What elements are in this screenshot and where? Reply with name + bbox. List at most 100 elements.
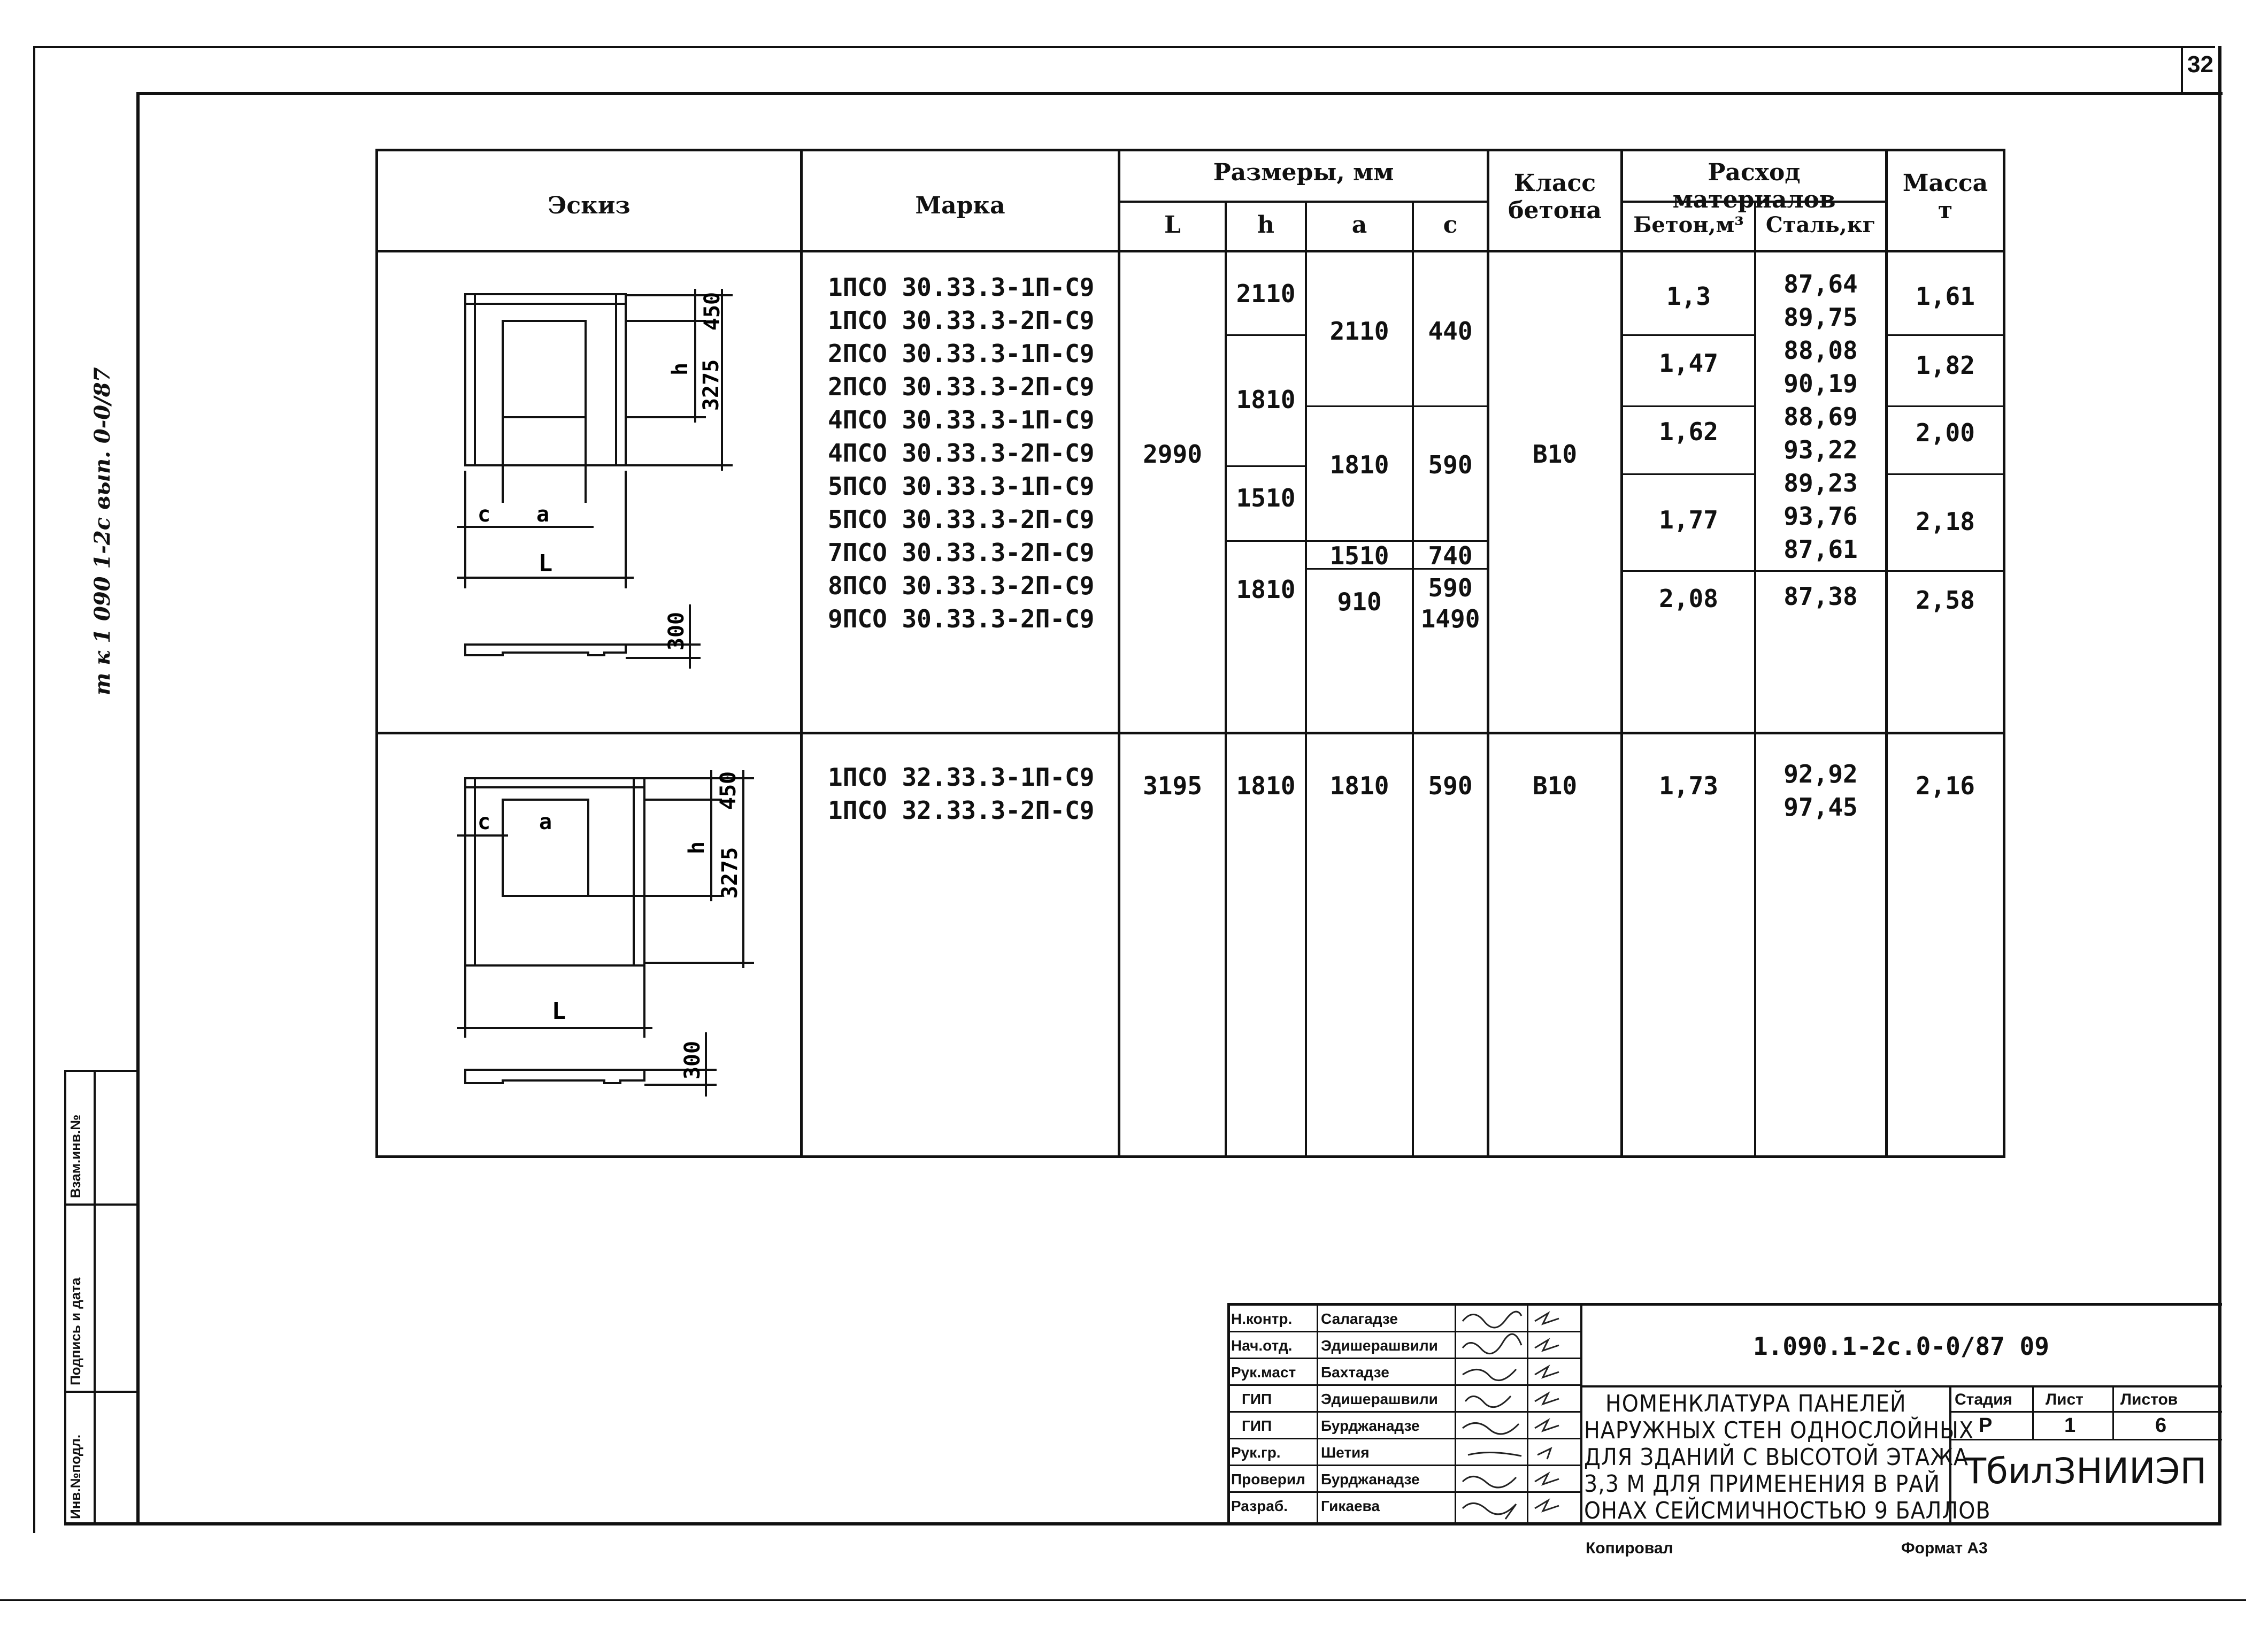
tb-role-3: ГИП xyxy=(1242,1391,1272,1407)
stal-row: 93,76 xyxy=(1783,502,1858,531)
tb-role-2: Рук.маст xyxy=(1231,1364,1296,1381)
group2-c: 590 xyxy=(1428,771,1473,800)
side-podpis-data: Подпись и дата xyxy=(67,1277,83,1385)
panel-sketch-2: 450 h 3275 c a L 300 xyxy=(457,770,754,1097)
group2-beton: 1,73 xyxy=(1659,771,1718,800)
tb-list-label: Лист xyxy=(2046,1391,2084,1408)
mark-row: 9ПСО 30.33.3-2П-С9 xyxy=(828,604,1095,633)
group2-klass: В10 xyxy=(1532,771,1578,800)
tb-listov-label: Листов xyxy=(2120,1391,2178,1408)
header-beton: Бетон,м³ xyxy=(1633,212,1744,237)
stal-row: 89,75 xyxy=(1783,303,1858,332)
tb-name-2: Бахтадзе xyxy=(1321,1364,1389,1381)
header-klass: Класс бетона xyxy=(1508,170,1602,224)
header-L: L xyxy=(1164,211,1181,239)
tb-name-5: Шетия xyxy=(1321,1444,1370,1461)
stal-row: 97,45 xyxy=(1783,793,1858,822)
mark-row: 5ПСО 30.33.3-2П-С9 xyxy=(828,505,1095,534)
group1-massa-4: 2,58 xyxy=(1916,586,1975,615)
mark-row: 1ПСО 30.33.3-1П-С9 xyxy=(828,273,1095,302)
tb-role-7: Разраб. xyxy=(1231,1498,1288,1514)
dim-L: L xyxy=(539,550,553,577)
group1-a-3: 910 xyxy=(1337,587,1382,616)
group1-a-0: 2110 xyxy=(1329,317,1389,346)
mark-row: 2ПСО 30.33.3-2П-С9 xyxy=(828,372,1095,401)
mark-row: 7ПСО 30.33.3-2П-С9 xyxy=(828,538,1095,567)
tb-stadia-label: Стадия xyxy=(1955,1391,2013,1408)
group1-a-2: 1510 xyxy=(1329,541,1389,570)
tb-name-7: Гикаева xyxy=(1321,1498,1380,1514)
group1-c-4: 1490 xyxy=(1420,604,1480,633)
mark-row: 1ПСО 32.33.3-2П-С9 xyxy=(828,796,1095,825)
tb-role-5: Рук.гр. xyxy=(1231,1444,1281,1461)
dim-c: c xyxy=(478,502,490,527)
tb-stadia: Р xyxy=(1979,1414,1993,1437)
sheet-number: 32 xyxy=(2187,51,2213,78)
tb-title: НОМЕНКЛАТУРА ПАНЕЛЕЙ НАРУЖНЫХ СТЕН ОДНОС… xyxy=(1584,1390,1991,1524)
tb-name-0: Салагадзе xyxy=(1321,1310,1398,1327)
stal-row: 93,22 xyxy=(1783,435,1858,464)
panel-sketch-1: 450 h 3275 c a L 300 xyxy=(457,289,733,669)
frame-top-outer xyxy=(33,46,2215,48)
group1-beton-3: 1,77 xyxy=(1659,505,1718,534)
side-label: т к 1 090 1-2с вып. 0-0/87 xyxy=(90,367,115,695)
dim-450: 450 xyxy=(700,292,725,331)
page-bottom-line xyxy=(0,1599,2246,1601)
tb-list: 1 xyxy=(2064,1414,2076,1437)
side-inv-podl: Инв.№подл. xyxy=(67,1434,83,1519)
header-a: a xyxy=(1351,211,1367,239)
tb-org: ТбилЗНИИЭП xyxy=(1964,1451,2207,1492)
stal-row: 90,19 xyxy=(1783,369,1858,398)
tb-listov: 6 xyxy=(2155,1414,2167,1437)
group1-beton-4: 2,08 xyxy=(1659,584,1718,613)
dim-300: 300 xyxy=(680,1041,705,1079)
header-h: h xyxy=(1257,211,1274,239)
header-eskiz: Эскиз xyxy=(548,192,631,219)
tb-role-4: ГИП xyxy=(1242,1417,1272,1434)
group2-a: 1810 xyxy=(1329,771,1389,800)
group1-marks: 1ПСО 30.33.3-1П-С9 1ПСО 30.33.3-2П-С9 2П… xyxy=(828,271,1095,635)
stal-row: 92,92 xyxy=(1783,760,1858,788)
tb-code: 1.090.1-2с.0-0/87 09 xyxy=(1753,1332,2049,1361)
group1-L: 2990 xyxy=(1143,440,1202,469)
header-marka: Марка xyxy=(915,192,1005,219)
dim-3275: 3275 xyxy=(718,847,742,899)
group1-h-2: 1510 xyxy=(1236,484,1296,512)
dim-h: h xyxy=(668,363,693,375)
tb-name-1: Эдишерашвили xyxy=(1321,1337,1438,1354)
frame-left xyxy=(136,92,140,1525)
stal-row: 88,69 xyxy=(1783,402,1858,431)
group1-a-1: 1810 xyxy=(1329,450,1389,479)
frame-bottom xyxy=(64,1522,2221,1525)
footer-format: Формат А3 xyxy=(1901,1539,1988,1557)
stal-row: 89,23 xyxy=(1783,469,1858,497)
mark-row: 4ПСО 30.33.3-2П-С9 xyxy=(828,439,1095,467)
group1-stal: 87,64 89,75 88,08 90,19 88,69 93,22 89,2… xyxy=(1756,267,1885,613)
dim-L: L xyxy=(552,998,566,1025)
signatures xyxy=(1462,1310,1559,1520)
group2-L: 3195 xyxy=(1143,771,1202,800)
dim-3275: 3275 xyxy=(699,359,724,411)
group1-beton-0: 1,3 xyxy=(1666,282,1711,311)
group1-h-3: 1810 xyxy=(1236,575,1296,604)
group1-c-3: 590 xyxy=(1428,573,1473,602)
tb-name-4: Бурджанадзе xyxy=(1321,1417,1420,1434)
footer-copied: Копировал xyxy=(1586,1539,1673,1557)
dim-450: 450 xyxy=(716,771,741,810)
group1-c-2: 740 xyxy=(1428,541,1473,570)
dim-a: a xyxy=(536,502,549,527)
mark-row: 1ПСО 32.33.3-1П-С9 xyxy=(828,763,1095,792)
dim-a: a xyxy=(539,810,552,834)
group1-c-1: 590 xyxy=(1428,450,1473,479)
header-c: c xyxy=(1443,211,1458,239)
header-razmery: Размеры, мм xyxy=(1213,159,1394,186)
dim-c: c xyxy=(478,810,490,834)
tb-role-0: Н.контр. xyxy=(1231,1310,1293,1327)
frame-top xyxy=(138,92,2223,95)
dim-h: h xyxy=(685,841,709,854)
stal-row: 88,08 xyxy=(1783,336,1858,365)
mark-row: 1ПСО 30.33.3-2П-С9 xyxy=(828,306,1095,335)
group1-h-1: 1810 xyxy=(1236,385,1296,414)
stal-row: 87,61 xyxy=(1783,535,1858,564)
tb-role-1: Нач.отд. xyxy=(1231,1337,1293,1354)
